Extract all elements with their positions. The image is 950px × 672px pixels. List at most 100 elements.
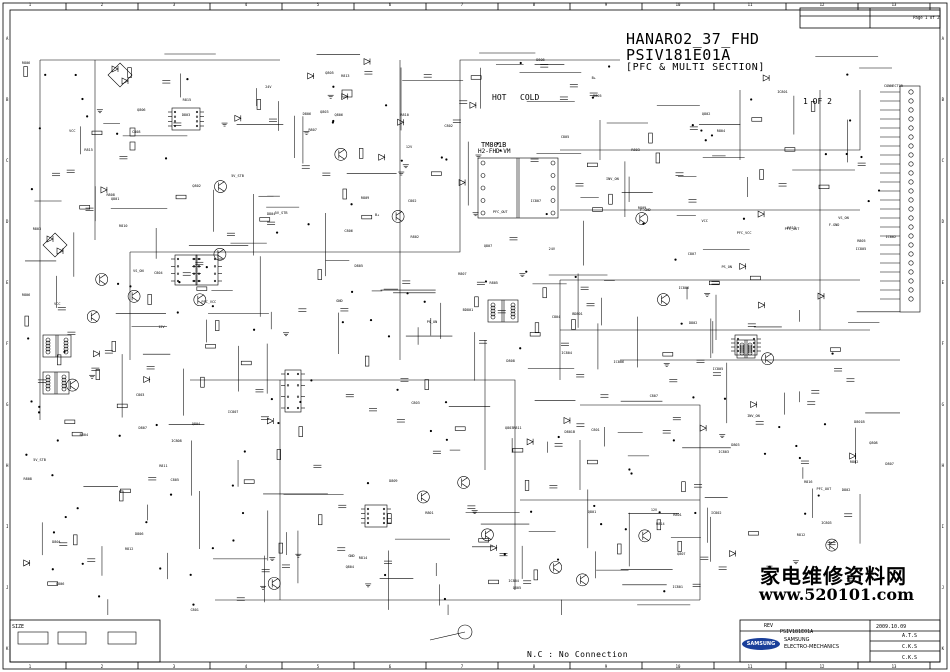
- brand-name: SAMSUNG: [784, 637, 810, 643]
- junction-dot: [277, 421, 280, 425]
- winding: [45, 386, 51, 392]
- section-title: [PFC & MULTI SECTION]: [626, 62, 766, 73]
- junction-dot: [694, 511, 697, 515]
- ic-pin: [752, 349, 756, 353]
- size-label: SIZE: [12, 624, 25, 630]
- ic-pin: [736, 337, 740, 341]
- part-ref: C807: [649, 393, 659, 398]
- winding: [480, 160, 486, 166]
- transistor: [639, 213, 646, 218]
- size-symbol: [57, 631, 87, 645]
- part-ref: C807: [687, 251, 697, 256]
- ic-pin: [736, 341, 740, 345]
- winding: [490, 314, 496, 320]
- transistor: [657, 293, 670, 306]
- part-ref: D806: [302, 111, 312, 116]
- resistor: [243, 479, 255, 484]
- junction-dot: [30, 400, 33, 403]
- connector-pin: [908, 251, 914, 257]
- resistor: [342, 188, 347, 200]
- part-ref: C803: [411, 400, 420, 405]
- relay: [341, 89, 353, 98]
- resistor: [681, 481, 686, 493]
- part-ref: R807: [458, 271, 467, 276]
- resistor: [95, 369, 100, 380]
- resistor: [656, 519, 661, 531]
- part-ref: R808: [23, 477, 32, 482]
- transistor: [829, 545, 836, 551]
- junction-dot: [186, 78, 189, 81]
- connector-pin: [908, 215, 914, 221]
- diode: [469, 101, 477, 109]
- control-ic: [364, 504, 388, 528]
- part-ref: R802: [849, 459, 859, 464]
- fuse: [129, 141, 136, 151]
- resistor: [542, 287, 547, 299]
- winding: [61, 377, 67, 383]
- part-ref: R804: [716, 129, 726, 134]
- connector-pin: [908, 296, 914, 302]
- junction-dot: [366, 481, 370, 485]
- connector-pin: [908, 287, 914, 293]
- transistor: [485, 535, 492, 541]
- junction-dot: [81, 97, 84, 101]
- diode: [817, 292, 825, 300]
- resistor: [119, 490, 124, 502]
- winding: [45, 337, 51, 343]
- line-filter: [42, 334, 72, 358]
- grid-row-label: I: [6, 524, 9, 529]
- part-ref: D808: [536, 57, 545, 62]
- part-ref: D802: [688, 321, 698, 326]
- junction-dot: [164, 157, 168, 160]
- transistor: [481, 528, 494, 542]
- junction-dot: [642, 222, 645, 225]
- resistor: [533, 569, 538, 581]
- ic-pin: [213, 279, 217, 283]
- junction-dot: [443, 597, 447, 601]
- part-ref: IC802: [710, 511, 722, 516]
- winding: [510, 308, 516, 314]
- net-label: 12V: [650, 508, 658, 513]
- transistor: [131, 297, 139, 302]
- ic-pin: [286, 384, 290, 387]
- part-ref: R802: [410, 234, 419, 239]
- resistor: [655, 152, 660, 164]
- grid-col-label: 2: [101, 664, 104, 669]
- ic-pin: [197, 279, 201, 283]
- part-ref: R814: [656, 522, 665, 527]
- grid-col-label: 9: [605, 664, 608, 669]
- resistor: [662, 352, 674, 357]
- diode: [750, 401, 758, 408]
- grid-col-label: 12: [820, 2, 825, 7]
- resistor: [240, 360, 252, 366]
- resistor: [116, 403, 128, 409]
- resistor: [677, 541, 682, 552]
- junction-dot: [624, 528, 627, 531]
- junction-dot: [692, 396, 695, 399]
- transistor: [66, 378, 79, 392]
- resistor: [470, 75, 482, 80]
- transistor: [642, 536, 649, 542]
- diode: [739, 262, 747, 270]
- inner-border: [9, 9, 941, 663]
- transistor: [461, 483, 468, 488]
- junction-dot: [400, 159, 403, 162]
- net-label: PS_ON: [721, 264, 732, 269]
- part-ref: D802: [841, 488, 851, 493]
- part-ref: C805: [560, 135, 570, 140]
- ic-pin: [296, 395, 300, 398]
- resistor: [73, 534, 78, 546]
- transistor: [193, 293, 207, 307]
- part-ref: IC805: [855, 246, 867, 251]
- junction-dot: [74, 73, 77, 77]
- grid-col-label: 13: [892, 2, 897, 7]
- transistor: [197, 300, 204, 305]
- part-ref: Q803: [320, 110, 329, 115]
- transistor: [272, 578, 279, 583]
- grid-row-label: C: [942, 158, 945, 163]
- transistor: [99, 274, 106, 279]
- fuse: [129, 127, 136, 137]
- grid-row-label: J: [942, 585, 944, 590]
- junction-dot: [211, 305, 214, 308]
- junction-dot: [795, 444, 798, 448]
